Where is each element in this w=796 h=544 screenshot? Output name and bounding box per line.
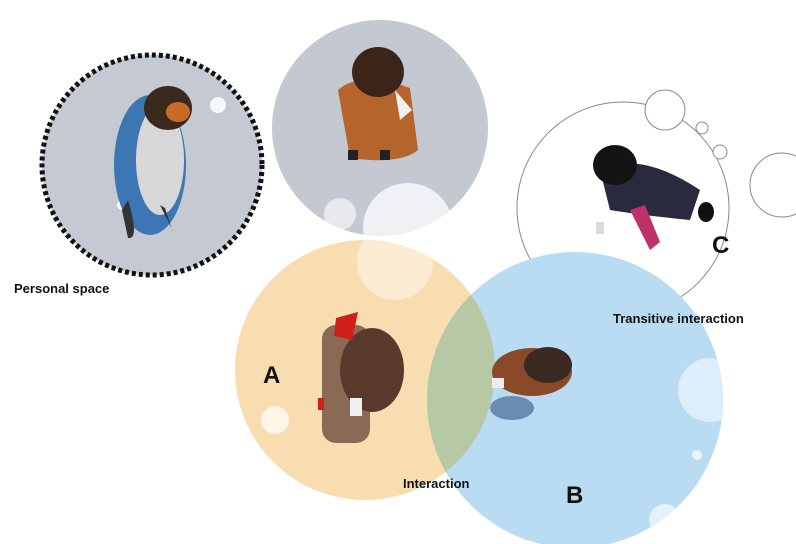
label-b: B — [566, 482, 583, 509]
label-a: A — [263, 362, 280, 389]
personal-space-label: Personal space — [14, 281, 109, 296]
transitive-interaction-label: Transitive interaction — [613, 311, 744, 326]
label-c: C — [712, 232, 729, 259]
interaction-label: Interaction — [403, 476, 470, 491]
